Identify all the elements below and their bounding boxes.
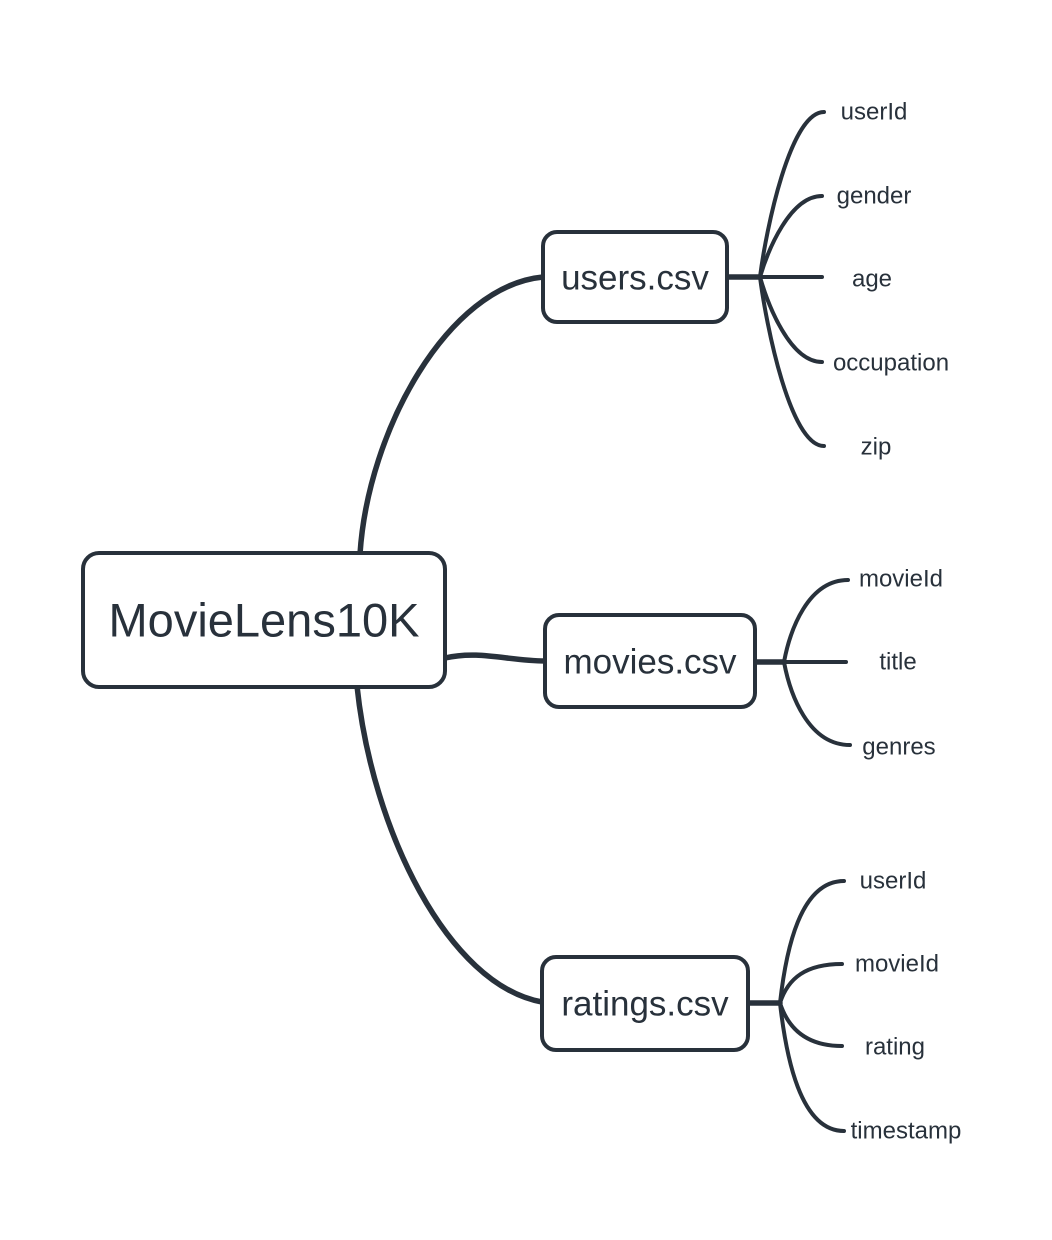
edge-users-occupation [758, 275, 824, 364]
leaf-users-age: age [852, 265, 892, 292]
leaf-ratings-timestamp: timestamp [851, 1117, 962, 1144]
leaf-users-userid: userId [841, 98, 908, 125]
leaf-movies-title: title [879, 648, 916, 675]
movies-leaf-edges [782, 578, 852, 747]
edge-users-zip [758, 275, 826, 448]
edge-ratings-movieid [778, 962, 844, 1005]
edge-root-ratings [354, 683, 545, 1005]
leaf-users-occupation: occupation [833, 349, 949, 376]
edge-ratings-rating [778, 1001, 844, 1048]
node-users-csv: users.csv [541, 230, 729, 324]
node-ratings-csv-box [540, 955, 750, 1052]
ratings-leaf-labels: userId movieId rating timestamp [851, 867, 962, 1144]
edge-users-userid [758, 110, 826, 279]
edge-movies-movieid [782, 578, 850, 664]
node-ratings-csv: ratings.csv [540, 955, 750, 1052]
node-root-box [81, 551, 447, 689]
ratings-leaf-edges [778, 879, 846, 1133]
users-leaf-labels: userId gender age occupation zip [833, 98, 949, 460]
leaf-ratings-movieid: movieId [855, 950, 939, 977]
fan-connectors [724, 274, 787, 1006]
leaf-ratings-rating: rating [865, 1033, 925, 1060]
node-users-csv-label: users.csv [561, 258, 709, 297]
node-users-csv-box [541, 230, 729, 324]
leaf-movies-genres: genres [862, 733, 935, 760]
node-root-label: MovieLens10K [109, 593, 420, 646]
node-movies-csv-box [543, 613, 757, 709]
edge-users-gender [758, 194, 824, 279]
edge-ratings-userid [778, 879, 846, 1005]
leaf-ratings-userid: userId [860, 867, 927, 894]
edge-root-users [357, 274, 546, 557]
node-root: MovieLens10K [81, 551, 447, 689]
edge-ratings-timestamp [778, 1001, 846, 1133]
leaf-users-zip: zip [861, 433, 892, 460]
node-ratings-csv-label: ratings.csv [561, 984, 729, 1023]
edge-movies-genres [782, 660, 852, 747]
edge-root-movies [442, 652, 548, 664]
leaf-movies-movieid: movieId [859, 565, 943, 592]
leaf-users-gender: gender [837, 182, 912, 209]
users-leaf-edges [758, 110, 826, 448]
movies-leaf-labels: movieId title genres [859, 565, 943, 760]
node-movies-csv: movies.csv [543, 613, 757, 709]
node-movies-csv-label: movies.csv [563, 642, 737, 681]
trunk-edges [354, 274, 548, 1005]
